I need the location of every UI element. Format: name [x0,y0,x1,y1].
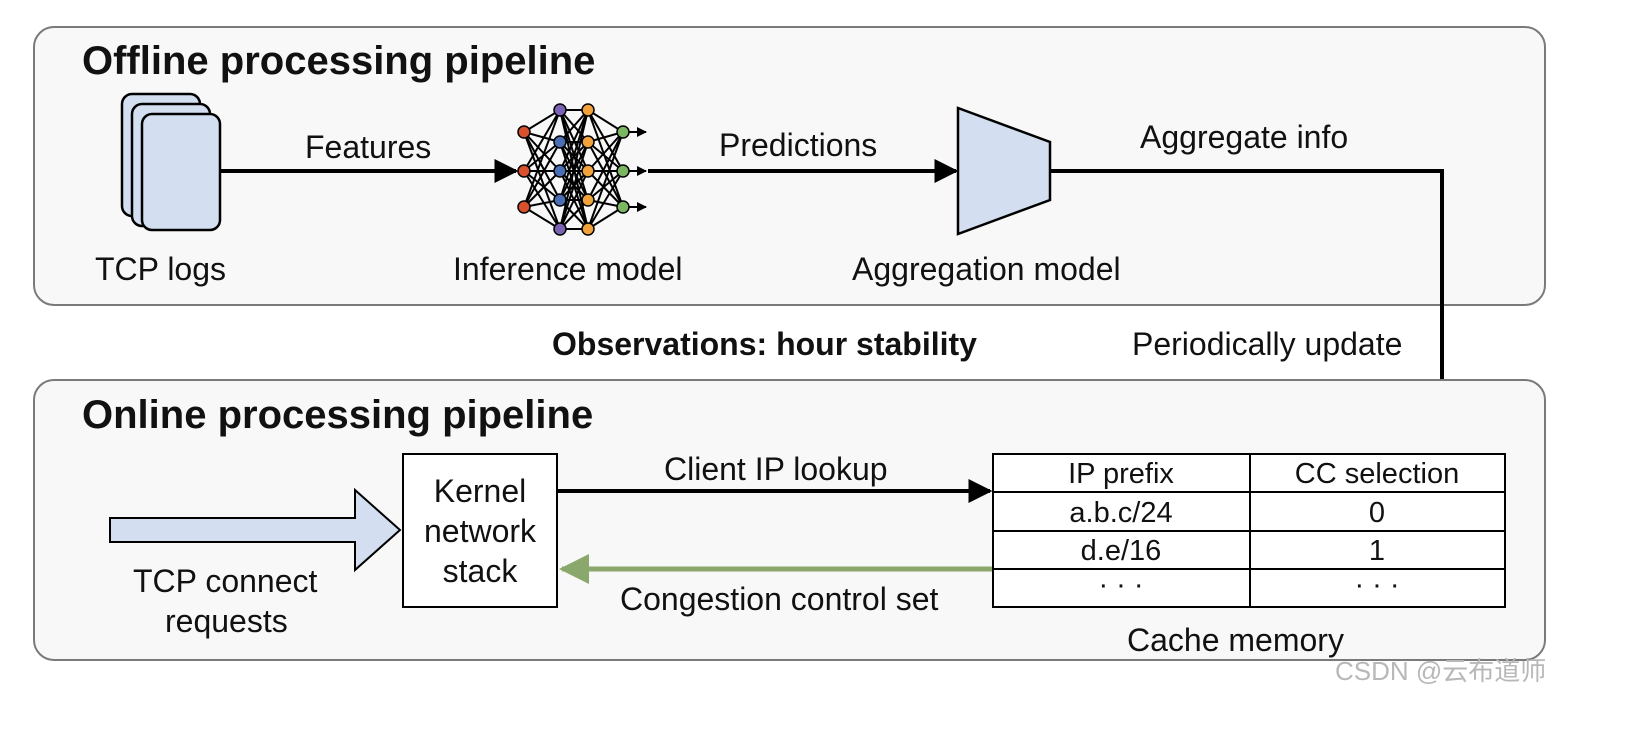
nn-edge [559,109,589,143]
nn-node [553,164,567,178]
table-header-cc-selection: CC selection [1295,458,1459,490]
nn-node [616,125,630,139]
nn-node [553,103,567,117]
kernel-line2: network [424,513,537,549]
aggregate-info-label: Aggregate info [1140,119,1348,155]
tcp-connect-input-arrow [109,487,402,573]
table-cell-r3-c1: · · · [1098,569,1143,601]
online-title: Online processing pipeline [82,393,593,437]
tcp-logs-label: TCP logs [95,251,226,287]
nn-edge [559,109,589,201]
aggregation-label: Aggregation model [852,251,1121,287]
watermark: CSDN @云布道师 [1335,656,1546,686]
nn-node [616,164,630,178]
nn-edge [587,170,624,230]
aggregation-model-shape [956,106,1052,236]
cache-memory-label: Cache memory [1127,622,1344,658]
nn-edge [587,141,624,172]
nn-edge [523,141,561,208]
nn-node [517,200,531,214]
nn-node [517,164,531,178]
nn-edge [523,131,561,172]
nn-edge [523,109,561,208]
offline-title: Offline processing pipeline [82,39,595,83]
nn-edge [523,131,561,230]
nn-edge [523,109,561,133]
nn-edge [559,141,589,230]
cache-table: IP prefix CC selection a.b.c/24 0 d.e/16… [992,453,1506,608]
kernel-line1: Kernel [434,473,527,509]
inference-label: Inference model [453,251,682,287]
kernel-network-stack-box [402,453,558,608]
nn-edge [523,131,561,201]
nn-edge [587,131,624,230]
table-cell-r1-c1: a.b.c/24 [1069,497,1172,529]
table-cell-r1-c2: 0 [1369,497,1385,529]
nn-edge [523,109,561,172]
table-cell-r3-c2: · · · [1354,569,1399,601]
predictions-label: Predictions [719,127,877,163]
nn-node [581,193,595,207]
nn-edge [587,131,624,201]
nn-edge [587,131,624,172]
nn-node [553,135,567,149]
nn-edge [559,109,589,172]
tcp-connect-label-line1: TCP connect [133,563,318,599]
nn-edge [587,170,624,208]
observations-label: Observations: hour stability [552,326,977,362]
nn-node [581,222,595,236]
nn-edge [587,109,624,133]
nn-edge [587,109,624,208]
nn-node [616,200,630,214]
periodic-update-label: Periodically update [1132,326,1402,362]
nn-node [581,103,595,117]
nn-node [517,125,531,139]
offline-panel [33,26,1546,306]
aggregate-info-arrow [1050,169,1454,455]
table-cell-r2-c2: 1 [1369,535,1385,567]
nn-edge [587,109,624,172]
nn-edge [587,206,624,230]
nn-edge [523,206,561,230]
table-cell-r2-c1: d.e/16 [1081,535,1162,567]
tcp-connect-label-line2: requests [165,603,288,639]
nn-edge [523,170,561,208]
congestion-control-label: Congestion control set [620,581,939,617]
client-ip-lookup-label: Client IP lookup [664,451,888,487]
nn-edge [559,109,589,230]
nn-node [553,222,567,236]
nn-node [581,164,595,178]
nn-edge [523,170,561,230]
nn-node [581,135,595,149]
neural-network-icon [517,103,647,236]
nn-node [553,193,567,207]
nn-edge [587,141,624,208]
nn-edge [523,170,561,201]
tcp-logs-icon [120,92,222,232]
table-header-ip-prefix: IP prefix [1068,458,1174,490]
features-label: Features [305,129,431,165]
nn-edge [559,170,589,230]
kernel-line3: stack [443,553,519,589]
nn-edge [587,170,624,201]
